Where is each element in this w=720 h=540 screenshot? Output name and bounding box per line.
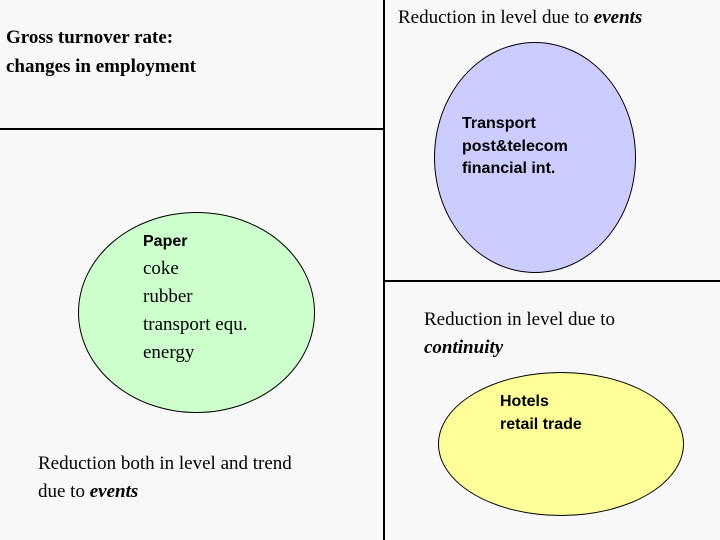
paper-ellipse xyxy=(78,212,315,413)
transport-ellipse xyxy=(434,42,636,273)
caption-bottom-right-emphasis: continuity xyxy=(424,336,504,358)
horizontal-divider-right xyxy=(384,280,720,282)
caption-bottom-left-line-2: due to xyxy=(38,480,90,502)
transport-ellipse-label: Transport post&telecom financial int. xyxy=(462,113,642,181)
paper-label-head: Paper xyxy=(143,233,188,250)
horizontal-divider-left xyxy=(0,128,383,130)
paper-label-line-2: coke xyxy=(143,257,179,279)
hotels-ellipse-label: Hotels retail trade xyxy=(500,391,700,436)
transport-label-line-3: financial int. xyxy=(462,160,556,178)
caption-bottom-left-emphasis: events xyxy=(89,480,139,502)
paper-ellipse-label: Paper coke rubber transport equ. energy xyxy=(143,227,323,367)
caption-bottom-left-line-1: Reduction both in level and trend xyxy=(38,453,292,474)
paper-label-line-5: energy xyxy=(143,341,195,363)
caption-top-right: Reduction in level due to events xyxy=(398,4,718,32)
hotels-label-line-1: Hotels xyxy=(500,393,549,410)
caption-bottom-right-prefix: Reduction in level due to xyxy=(424,309,616,330)
vertical-divider xyxy=(383,0,385,540)
transport-label-line-2: post&telecom xyxy=(462,137,568,155)
caption-bottom-right: Reduction in level due to continuity xyxy=(424,306,714,361)
paper-label-line-4: transport equ. xyxy=(143,313,248,335)
paper-label-line-3: rubber xyxy=(143,285,193,307)
page-title: Gross turnover rate: changes in employmen… xyxy=(6,24,366,81)
caption-top-right-prefix: Reduction in level due to xyxy=(398,7,594,28)
hotels-ellipse xyxy=(438,372,684,516)
caption-top-right-emphasis: events xyxy=(593,7,643,28)
hotels-label-line-2: retail trade xyxy=(500,415,582,433)
page-title-line-2: changes in employment xyxy=(6,55,196,77)
page-title-line-1: Gross turnover rate: xyxy=(6,27,174,48)
transport-label-line-1: Transport xyxy=(462,115,536,132)
